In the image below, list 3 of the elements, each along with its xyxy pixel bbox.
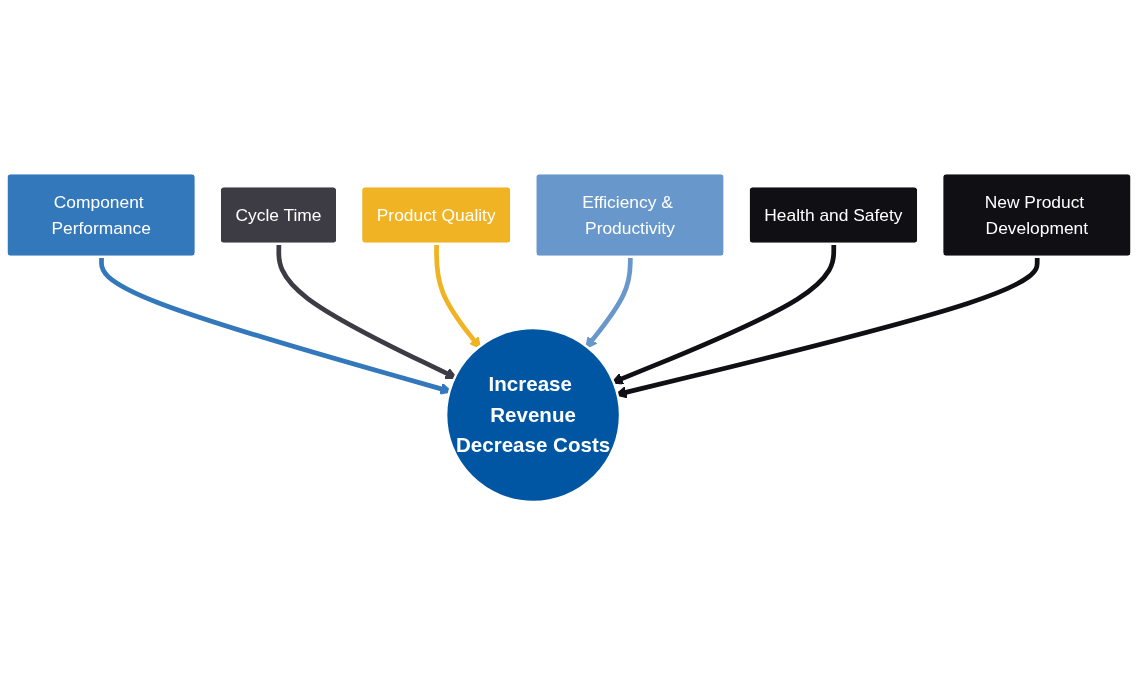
node-circle: Increase Revenue Decrease Costs (444, 326, 622, 504)
arrow (585, 257, 633, 350)
arrow (434, 244, 482, 350)
